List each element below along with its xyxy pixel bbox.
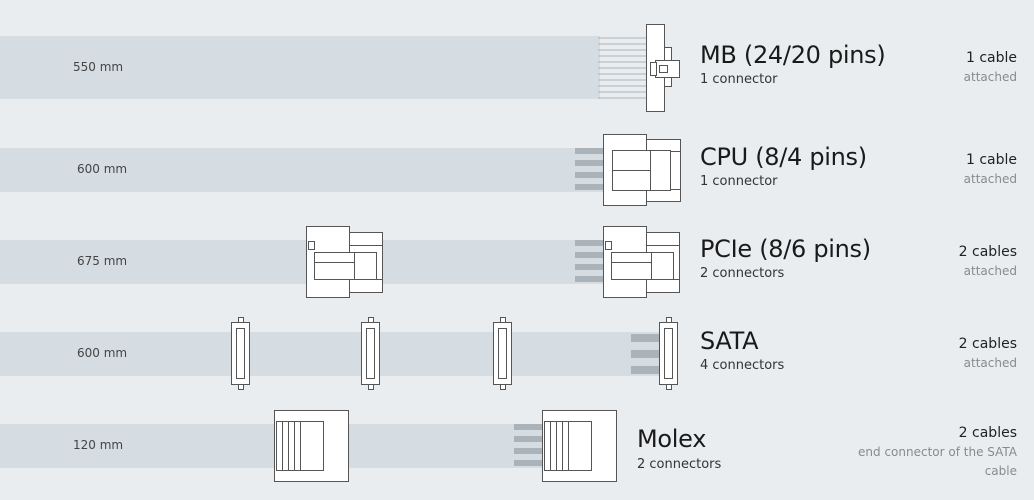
cable-note: end connector of the SATA cable — [858, 445, 1017, 478]
molex-connector-icon — [274, 410, 617, 482]
connector-count: 1 connector — [700, 174, 778, 189]
cable-band — [0, 240, 604, 284]
cable-length: 600 mm — [77, 162, 128, 176]
cable-count: 1 cable — [965, 152, 1017, 168]
cable-note: attached — [963, 172, 1017, 186]
connector-count: 2 connectors — [637, 457, 722, 472]
cable-note: attached — [963, 70, 1017, 84]
sata-connector-icon — [231, 317, 678, 390]
cable-note: attached — [963, 264, 1017, 278]
cable-count: 2 cables — [958, 336, 1017, 352]
cable-length: 600 mm — [77, 346, 128, 360]
mb-connector-icon — [598, 24, 680, 112]
cable-title: PCIe (8/6 pins) — [700, 235, 871, 263]
cpu-connector-icon — [575, 134, 681, 206]
cable-band — [0, 424, 542, 468]
cable-length: 120 mm — [73, 438, 124, 452]
pcie-connector-icon — [306, 226, 680, 298]
cable-band — [0, 36, 600, 99]
cable-title: CPU (8/4 pins) — [700, 143, 867, 171]
cable-length: 675 mm — [77, 254, 128, 268]
cable-count: 2 cables — [958, 244, 1017, 260]
cable-count: 1 cable — [965, 50, 1017, 66]
cable-title: SATA — [700, 327, 759, 355]
cable-title: Molex — [637, 425, 707, 453]
cable-length: 550 mm — [73, 60, 124, 74]
cable-band — [0, 148, 604, 192]
connector-count: 1 connector — [700, 72, 778, 87]
connector-count: 2 connectors — [700, 266, 785, 281]
connector-count: 4 connectors — [700, 358, 785, 373]
cable-band — [0, 332, 660, 376]
cable-count: 2 cables — [958, 425, 1017, 441]
cable-note: attached — [963, 356, 1017, 370]
cable-title: MB (24/20 pins) — [700, 41, 886, 69]
